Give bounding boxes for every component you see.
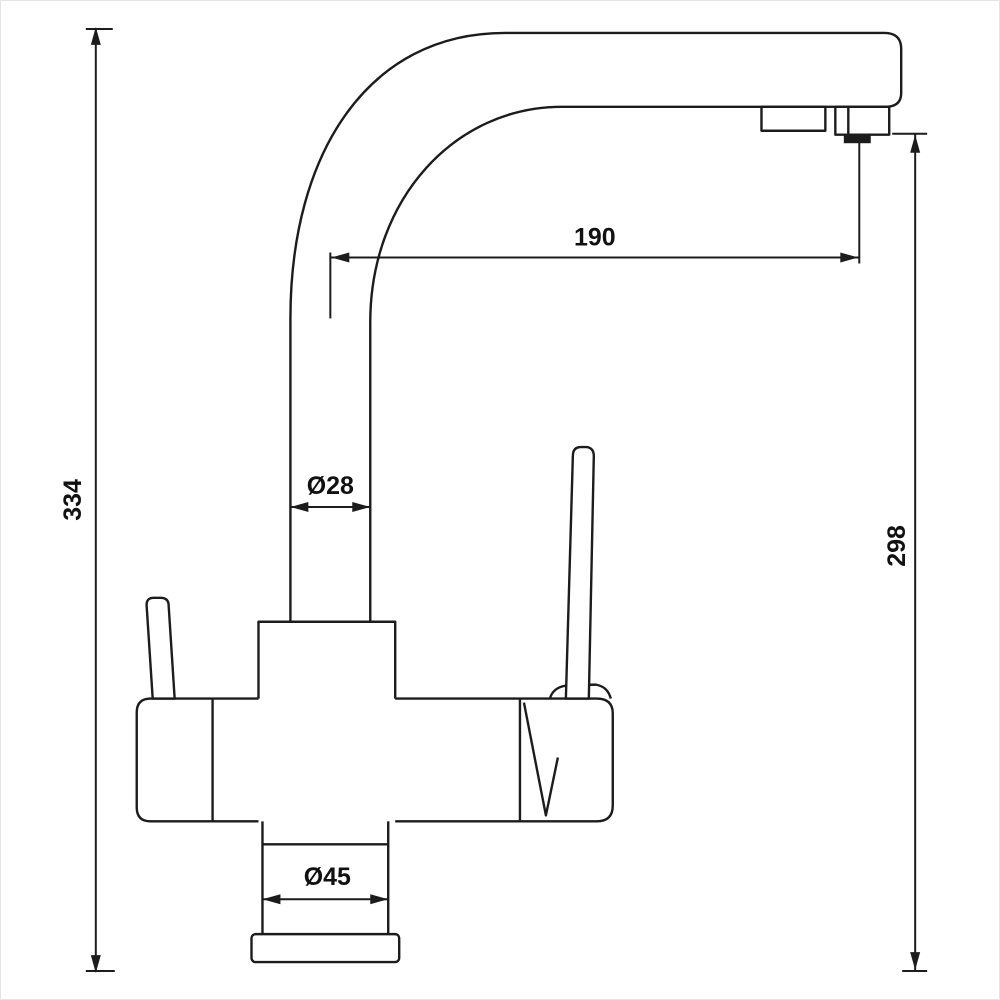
body-upper-block: [257, 620, 397, 699]
faucet-outline-group: [135, 31, 903, 964]
left-lever-handle: [145, 596, 176, 700]
dim-298-label: 298: [883, 525, 911, 567]
aerator-block-right: [834, 105, 891, 136]
dim-334-label: 334: [59, 479, 87, 521]
base-flange: [250, 932, 401, 964]
dim-334-arrow-down: [90, 955, 101, 974]
body-lower-column: [261, 821, 390, 935]
dimension-annotations-group: 334 298 190 Ø28: [59, 26, 928, 974]
dim-298-arrow-down: [910, 952, 921, 971]
dim-190-arrow-left: [331, 252, 350, 263]
dimension-spout-reach: 190: [329, 140, 861, 319]
aerator-block-left: [760, 105, 827, 132]
dim-334-arrow-up: [90, 26, 101, 45]
right-lever-handle: [564, 445, 596, 700]
dim-28-label: Ø28: [307, 472, 354, 500]
dim-190-label: 190: [574, 224, 616, 252]
valve-linkage-diagonal: [522, 702, 560, 817]
dim-190-extension-lines: [329, 140, 861, 319]
faucet-spout-path: [289, 31, 903, 623]
dimension-overall-height: 334: [59, 26, 115, 974]
dim-298-arrow-up: [910, 134, 921, 153]
dim-28-arrow-left: [290, 501, 309, 512]
body-right-arm-valve: [395, 697, 614, 823]
dim-334-extension-ticks: [85, 27, 115, 973]
dim-45-arrow-left: [262, 894, 281, 905]
dimension-body-diameter: Ø45: [262, 863, 389, 905]
dimension-spout-height: 298: [883, 132, 928, 973]
dim-45-label: Ø45: [304, 863, 351, 891]
aerator-outlet-nub: [843, 134, 871, 144]
dim-190-arrow-right: [840, 252, 859, 263]
body-left-arm: [135, 697, 259, 823]
dim-45-arrow-right: [370, 894, 389, 905]
dimension-pipe-diameter: Ø28: [290, 472, 371, 512]
dim-28-arrow-right: [352, 501, 371, 512]
